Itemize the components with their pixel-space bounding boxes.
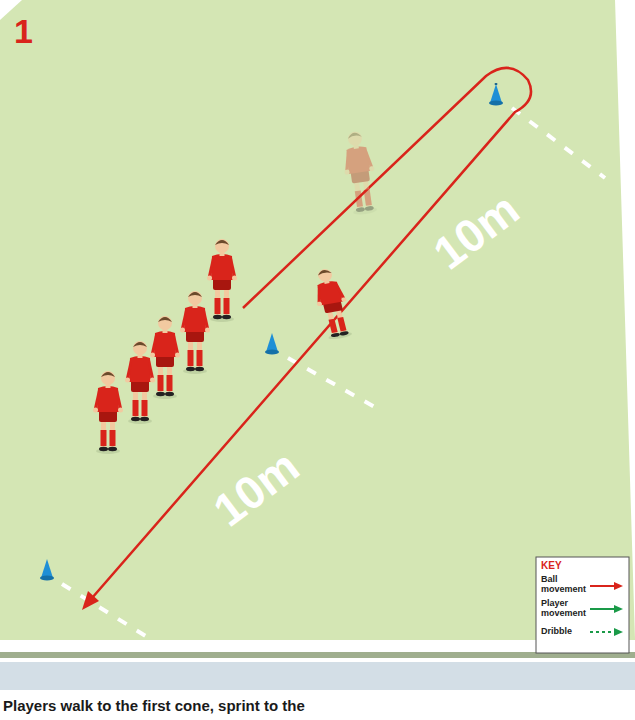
legend-text: Ball movement (541, 574, 589, 594)
legend-text: Player movement (541, 598, 589, 618)
drill-number: 1 (14, 14, 33, 48)
distance-label: 10m (205, 442, 306, 534)
legend-text: Dribble (541, 626, 589, 636)
caption: Players walk to the first cone, sprint t… (3, 697, 305, 715)
distance-label: 10m (425, 185, 526, 277)
key-heading: KEY (541, 561, 562, 571)
